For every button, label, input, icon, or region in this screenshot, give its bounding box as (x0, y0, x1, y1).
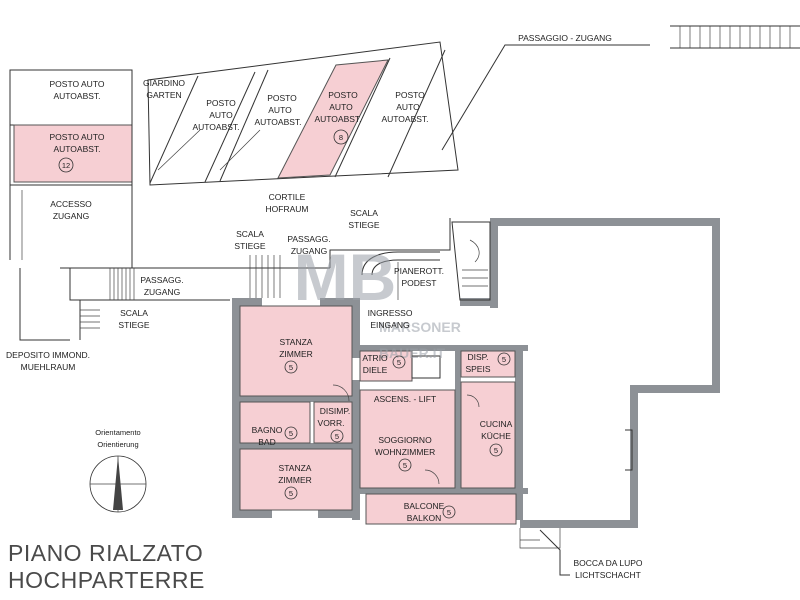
parking-spot-8 (277, 59, 389, 179)
label-parking-12-num: 12 (62, 161, 70, 170)
label-kitchen-num: 5 (494, 446, 498, 455)
label-passage3-de: ZUGANG (144, 287, 180, 297)
label-parking-c-it: POSTO (395, 90, 425, 100)
label-passage3-it: PASSAGG. (140, 275, 183, 285)
label-atrium-de: DIELE (363, 365, 388, 375)
room-hall (313, 401, 353, 444)
label-lightwell-it: BOCCA DA LUPO (574, 558, 643, 568)
label-entrance-it: INGRESSO (368, 308, 413, 318)
label-storage-it: DEPOSITO IMMOND. (6, 350, 90, 360)
label-passage-top: PASSAGGIO - ZUGANG (518, 33, 612, 43)
label-room1-it: STANZA (280, 337, 313, 347)
lightwell (519, 429, 633, 576)
room-balcony (365, 493, 517, 525)
label-parking-b-1: AUTO (268, 105, 292, 115)
label-balcony-num: 5 (447, 508, 451, 517)
label-hall-it: DISIMP. (320, 406, 351, 416)
label-parking-1-de: AUTOABST. (53, 91, 100, 101)
courtyard-paths (19, 218, 451, 341)
label-living-de: WOHNZIMMER (375, 447, 435, 457)
label-parking-c-de: AUTOABST. (381, 114, 428, 124)
label-passage2-it: PASSAGG. (287, 234, 330, 244)
building-walls (232, 218, 720, 528)
label-kitchen-de: KÜCHE (481, 431, 511, 441)
label-parking-12-de: AUTOABST. (53, 144, 100, 154)
label-room1-num: 5 (289, 363, 293, 372)
label-landing-de: PODEST (402, 278, 437, 288)
label-landing-it: PIANEROTT. (394, 266, 444, 276)
room-bath (239, 401, 311, 444)
floor-subtitle: HOCHPARTERRE (8, 567, 205, 593)
label-room2-num: 5 (289, 489, 293, 498)
svg-text:BAUER.IT: BAUER.IT (379, 345, 446, 361)
label-access-de: ZUGANG (53, 211, 89, 221)
label-stairs3-it: SCALA (120, 308, 148, 318)
label-bath-num: 5 (289, 429, 293, 438)
label-stairs2-it: SCALA (350, 208, 378, 218)
label-kitchen-it: CUCINA (480, 419, 513, 429)
orient-label-it: Orientamento (95, 428, 140, 437)
floor-title: PIANO RIALZATO (8, 540, 204, 566)
compass: Orientamento Orientierung (89, 428, 147, 513)
label-hall-num: 5 (335, 432, 339, 441)
label-storage-de: MUEHLRAUM (21, 362, 76, 372)
label-parking-b-de: AUTOABST. (254, 117, 301, 127)
parking-spots-slanted (147, 41, 459, 186)
parking-area-left (9, 69, 133, 260)
svg-text:MB: MB (294, 240, 397, 314)
label-bath-it: BAGNO (252, 425, 283, 435)
label-living-it: SOGGIORNO (378, 435, 432, 445)
orient-label-de: Orientierung (97, 440, 138, 449)
label-parking-12-it: POSTO AUTO (50, 132, 105, 142)
label-balcony-de: BALKON (407, 513, 442, 523)
label-parking-8-1: AUTO (329, 102, 353, 112)
room-bedroom-2 (239, 448, 353, 511)
room-living (359, 389, 456, 489)
label-garden-de: GARTEN (146, 90, 181, 100)
label-parking-8-num: 8 (339, 133, 343, 142)
label-pantry-it: DISP. (467, 352, 488, 362)
label-stairs1-de: STIEGE (234, 241, 266, 251)
parking-spot-12 (13, 124, 133, 183)
label-parking-1-it: POSTO AUTO (50, 79, 105, 89)
label-parking-a-1: AUTO (209, 110, 233, 120)
passage-top (441, 25, 800, 151)
label-living-num: 5 (403, 461, 407, 470)
label-stairs1-it: SCALA (236, 229, 264, 239)
label-hall-de: VORR. (318, 418, 345, 428)
label-parking-b-it: POSTO (267, 93, 297, 103)
label-lightwell-de: LICHTSCHACHT (575, 570, 641, 580)
label-atrium-it: ATRIO (362, 353, 388, 363)
label-parking-8-de: AUTOABST. (314, 114, 361, 124)
label-garden-it: GIARDINO (143, 78, 185, 88)
label-parking-c-1: AUTO (396, 102, 420, 112)
label-passage2-de: ZUGANG (291, 246, 327, 256)
label-parking-8-it: POSTO (328, 90, 358, 100)
label-bath-de: BAD (258, 437, 275, 447)
label-lift: ASCENS. - LIFT (374, 394, 436, 404)
label-courtyard-it: CORTILE (269, 192, 306, 202)
label-room1-de: ZIMMER (279, 349, 313, 359)
label-pantry-de: SPEIS (465, 364, 490, 374)
room-bedroom-1 (239, 305, 353, 397)
label-access-it: ACCESSO (50, 199, 92, 209)
label-atrium-num: 5 (397, 358, 401, 367)
plan-labels: POSTO AUTO AUTOABST. POSTO AUTO AUTOABST… (6, 33, 643, 580)
svg-text:MARSONER: MARSONER (379, 319, 461, 335)
label-room2-de: ZIMMER (278, 475, 312, 485)
room-kitchen (460, 381, 516, 489)
label-entrance-de: EINGANG (370, 320, 409, 330)
label-parking-a-it: POSTO (206, 98, 236, 108)
room-pantry (460, 350, 516, 378)
label-room2-it: STANZA (279, 463, 312, 473)
label-parking-a-de: AUTOABST. (192, 122, 239, 132)
label-stairs2-de: STIEGE (348, 220, 380, 230)
label-balcony-it: BALCONE (404, 501, 445, 511)
label-stairs3-de: STIEGE (118, 320, 150, 330)
label-courtyard-de: HOFRAUM (266, 204, 309, 214)
label-pantry-num: 5 (502, 355, 506, 364)
apartment-rooms (239, 305, 517, 525)
